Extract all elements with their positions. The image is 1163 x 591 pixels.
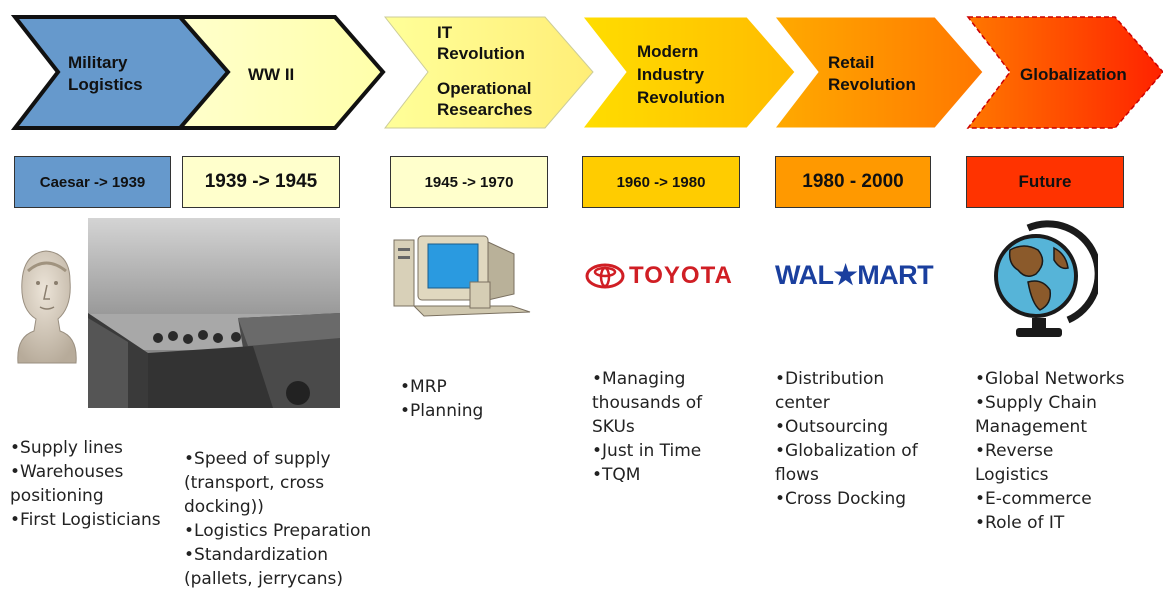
title-line: Modern <box>637 42 699 61</box>
chevron-military-logistics <box>10 15 231 130</box>
list-item: Outsourcing <box>775 415 940 439</box>
timeline-arrows <box>10 15 1163 130</box>
era-title-globalization: Globalization <box>1020 64 1127 86</box>
chevron-retail-revolution <box>773 16 984 129</box>
caesar-bust-image <box>17 250 77 364</box>
ww2-landing-photo <box>88 218 340 408</box>
era-title-retail-revolution: Retail Revolution <box>828 52 916 96</box>
list-item: Distribution center <box>775 367 940 415</box>
era-title-it-revolution: IT Revolution Operational Researches <box>437 22 532 120</box>
bullets-retail-revolution: Distribution center Outsourcing Globaliz… <box>775 367 940 511</box>
toyota-emblem-icon <box>585 263 625 289</box>
title-line: Operational <box>437 79 532 98</box>
title-line: Revolution <box>828 75 916 94</box>
list-item: Reverse Logistics <box>975 439 1125 487</box>
globe-clipart-image <box>994 220 1098 337</box>
list-item: Planning <box>400 399 570 423</box>
bullets-military-logistics: Supply lines Warehouses positioning Firs… <box>10 436 170 532</box>
title-spacer <box>437 64 532 78</box>
list-item: Supply Chain Management <box>975 391 1125 439</box>
title-line: Researches <box>437 100 533 119</box>
title-line: Logistics <box>68 75 143 94</box>
list-item: Just in Time <box>592 439 742 463</box>
list-item: Cross Docking <box>775 487 940 511</box>
era-title-military-logistics: Military Logistics <box>68 52 143 96</box>
period-1945-1970: 1945 -> 1970 <box>390 156 548 208</box>
period-1980-2000: 1980 - 2000 <box>775 156 931 208</box>
list-item: Speed of supply (transport, cross dockin… <box>184 447 384 519</box>
title-line: Industry <box>637 65 705 84</box>
period-1939-1945: 1939 -> 1945 <box>182 156 340 208</box>
chevron-modern-industry <box>581 16 796 129</box>
computer-clipart-image <box>393 235 531 317</box>
period-1960-1980: 1960 -> 1980 <box>582 156 740 208</box>
walmart-logo: WAL★MART <box>775 260 934 291</box>
era-title-modern-industry: Modern Industry Revolution <box>637 40 725 109</box>
chevron-globalization <box>966 16 1163 129</box>
bullets-ww2: Speed of supply (transport, cross dockin… <box>184 447 384 591</box>
list-item: First Logisticians <box>10 508 170 532</box>
list-item: Role of IT <box>975 511 1125 535</box>
bullets-it-revolution: MRP Planning <box>400 375 570 423</box>
list-item: Managing thousands of SKUs <box>592 367 742 439</box>
walmart-wordmark: WAL★MART <box>775 260 934 290</box>
list-item: MRP <box>400 375 570 399</box>
list-item: Logistics Preparation <box>184 519 384 543</box>
list-item: Supply lines <box>10 436 170 460</box>
list-item: TQM <box>592 463 742 487</box>
toyota-logo: TOYOTA <box>585 262 733 290</box>
title-line: Revolution <box>437 44 525 63</box>
title-line: WW II <box>248 65 295 84</box>
list-item: Standardization (pallets, jerrycans) <box>184 543 384 591</box>
era-title-ww2: WW II <box>248 64 294 86</box>
list-item: Globalization of flows <box>775 439 940 487</box>
title-line: Revolution <box>637 88 725 107</box>
period-future: Future <box>966 156 1124 208</box>
chevron-it-revolution <box>383 16 594 129</box>
title-line: IT <box>437 23 453 42</box>
title-line: Globalization <box>1020 65 1127 84</box>
title-line: Retail <box>828 53 875 72</box>
bullets-modern-industry: Managing thousands of SKUs Just in Time … <box>592 367 742 487</box>
title-line: Military <box>68 53 128 72</box>
toyota-wordmark: TOYOTA <box>629 262 733 289</box>
list-item: Global Networks <box>975 367 1125 391</box>
period-caesar-1939: Caesar -> 1939 <box>14 156 171 208</box>
list-item: E-commerce <box>975 487 1125 511</box>
list-item: Warehouses positioning <box>10 460 170 508</box>
bullets-globalization: Global Networks Supply Chain Management … <box>975 367 1125 535</box>
